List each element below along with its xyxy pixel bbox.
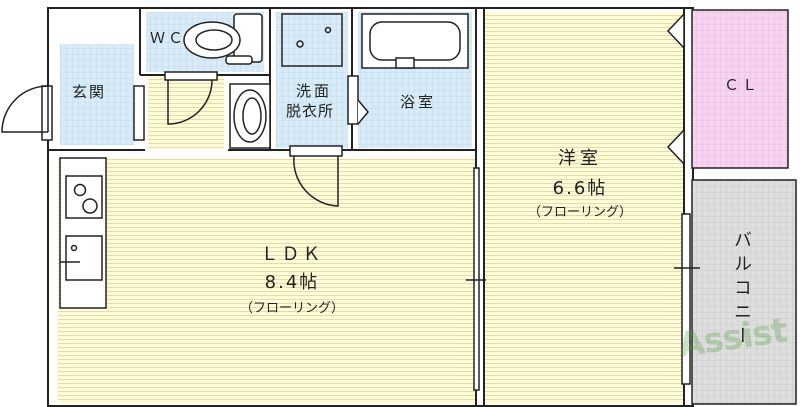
washbasin-icon	[229, 83, 271, 149]
ldk-name: ＬＤＫ	[260, 244, 324, 265]
washing-machine-space	[281, 13, 343, 67]
bathtub-icon	[361, 13, 469, 69]
sliding-door-icon	[466, 167, 486, 391]
ldk-door-icon	[289, 145, 343, 207]
entrance-floor	[60, 44, 134, 145]
washroom-floor	[276, 12, 348, 148]
washroom-door-icon	[347, 75, 369, 125]
closet-label: ＣＬ	[724, 76, 761, 94]
toilet-icon	[183, 13, 263, 65]
bedroom-size: 6.6帖	[552, 178, 608, 199]
balcony-window-icon	[674, 213, 700, 385]
ldk-floor	[58, 158, 476, 403]
bath-label: 浴室	[400, 93, 437, 111]
balcony-floor	[691, 179, 797, 405]
kitchen-counter	[59, 157, 107, 309]
ldk-size: 8.4帖	[264, 272, 320, 293]
washroom-label-line2: 脱衣所	[285, 102, 335, 120]
bedroom-floor-type: （フローリング）	[527, 205, 633, 220]
closet-floor	[691, 9, 789, 169]
bedroom-name: 洋室	[558, 148, 602, 169]
ldk-floor-type: （フローリング）	[239, 301, 345, 316]
washroom-label-line1: 洗面	[295, 82, 333, 100]
hall-floor	[148, 75, 224, 149]
entrance-door-icon	[1, 85, 53, 141]
entrance-label: 玄関	[72, 83, 107, 101]
bedroom-floor	[484, 12, 684, 403]
wc-label: ＷＣ	[150, 29, 187, 47]
hall-door-icon	[133, 71, 218, 141]
closet-door-icon	[666, 12, 685, 166]
balcony-label: バルコニー	[731, 230, 752, 350]
